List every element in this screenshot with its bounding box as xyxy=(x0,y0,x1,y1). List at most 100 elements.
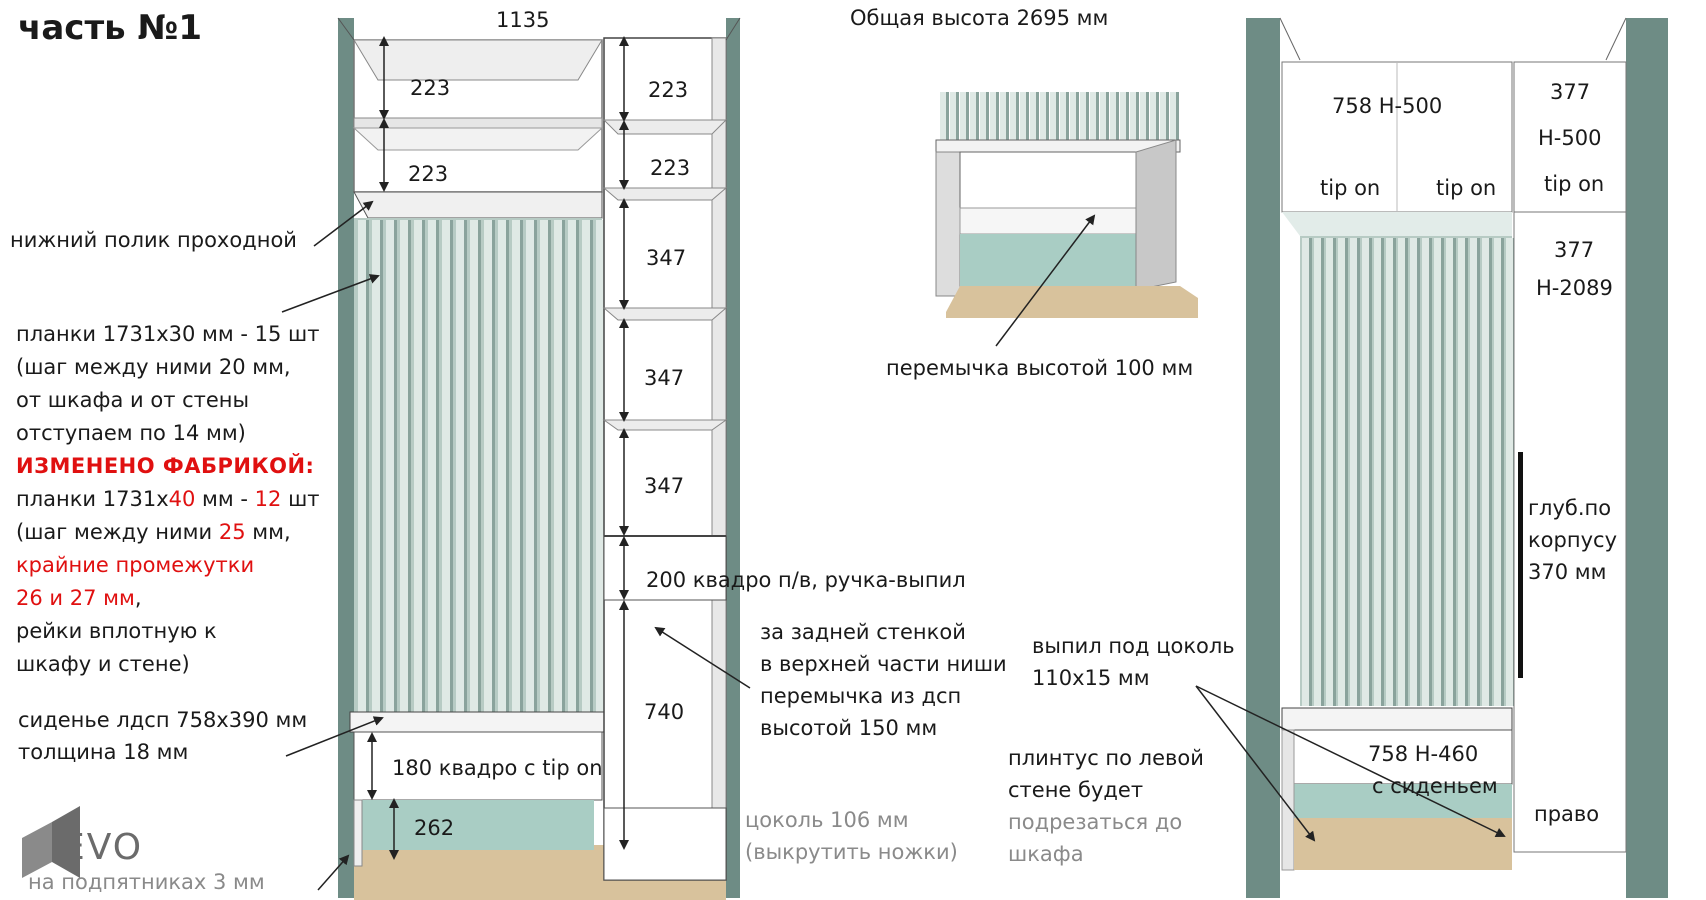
re-label-h2089: Н-2089 xyxy=(1536,276,1613,300)
slat-shadow xyxy=(1156,92,1159,140)
slat xyxy=(1070,92,1076,140)
slat xyxy=(1326,238,1333,706)
note-6a: планки 1731х xyxy=(16,487,169,511)
slat xyxy=(1494,238,1501,706)
note-6c: мм - xyxy=(195,487,255,511)
slat xyxy=(372,220,380,712)
leader-jumper xyxy=(995,214,1096,347)
slat xyxy=(1446,238,1453,706)
label-behind-wall-3: перемычка из дсп xyxy=(760,684,962,708)
slat xyxy=(484,220,492,712)
label-lower-floor: нижний полик проходной xyxy=(10,228,297,252)
slat-shadow xyxy=(1086,92,1089,140)
re-right-wall xyxy=(1626,18,1668,898)
label-vypil-2: 110х15 мм xyxy=(1032,666,1150,690)
slat xyxy=(1140,92,1146,140)
slat xyxy=(1120,92,1126,140)
slat xyxy=(428,220,436,712)
slat-shadow xyxy=(1166,92,1169,140)
slat-shadow xyxy=(1381,238,1384,706)
slat xyxy=(1060,92,1066,140)
label-vypil-1: выпил под цоколь xyxy=(1032,634,1235,658)
slat xyxy=(358,220,366,712)
slat xyxy=(498,220,506,712)
slat-shadow xyxy=(956,92,959,140)
note-line-2: (шаг между ними 20 мм, xyxy=(16,355,291,379)
slats-group xyxy=(358,220,607,712)
note-line-11: шкафу и стене) xyxy=(16,652,190,676)
slat-shadow xyxy=(1489,238,1492,706)
slat xyxy=(1506,238,1513,706)
evo-logo-mark xyxy=(52,806,80,878)
slat-shadow xyxy=(478,220,481,712)
slat xyxy=(1080,92,1086,140)
slat xyxy=(1100,92,1106,140)
slat-shadow xyxy=(492,220,495,712)
slat-shadow xyxy=(1006,92,1009,140)
rc-shelf-1 xyxy=(602,119,728,135)
slat-shadow xyxy=(976,92,979,140)
note-9a: 26 и 27 мм xyxy=(16,586,135,610)
re-label-depth-1: глуб.по xyxy=(1528,496,1612,520)
re-seat-board xyxy=(1281,707,1513,731)
slat-shadow xyxy=(366,220,369,712)
slat-shadow xyxy=(506,220,509,712)
slat-shadow xyxy=(394,220,397,712)
slat-shadow xyxy=(1126,92,1129,140)
dim-right-shelf-2: 223 xyxy=(650,156,691,180)
seat-board xyxy=(349,711,605,733)
slat-shadow xyxy=(1441,238,1444,706)
slat xyxy=(1350,238,1357,706)
detail-right-side xyxy=(1135,139,1177,291)
page-title: часть №1 xyxy=(18,8,203,48)
re-floor xyxy=(1294,818,1512,870)
slat-shadow xyxy=(576,220,579,712)
note-6b: 40 xyxy=(168,487,196,511)
slat xyxy=(1338,238,1345,706)
slat-notes: планки 1731х30 мм - 15 шт (шаг между ним… xyxy=(16,318,320,681)
re-slats-group xyxy=(1302,238,1516,706)
note-line-7: (шаг между ними 25 мм, xyxy=(16,516,320,549)
slat-shadow xyxy=(1106,92,1109,140)
slat xyxy=(1110,92,1116,140)
right-column-side xyxy=(711,37,727,881)
leader-vypil-2 xyxy=(1195,685,1506,837)
dim-left-shelf-1: 223 xyxy=(410,76,451,100)
slat-shadow xyxy=(986,92,989,140)
slat-shadow xyxy=(562,220,565,712)
slat xyxy=(1314,238,1321,706)
dim-drawer-200: 200 квадро п/в, ручка-выпил xyxy=(646,568,966,592)
re-label-h500: Н-500 xyxy=(1538,126,1602,150)
slat-shadow xyxy=(534,220,537,712)
slat xyxy=(1150,92,1156,140)
dim-right-shelf-1: 223 xyxy=(648,78,689,102)
rc-plinth-area xyxy=(603,807,727,881)
rc-shelf-3 xyxy=(602,307,728,321)
label-plintus-2: стене будет xyxy=(1008,778,1144,802)
slat xyxy=(526,220,534,712)
label-tsokol-2: (выкрутить ножки) xyxy=(745,840,958,864)
slat xyxy=(1010,92,1016,140)
note-line-10: рейки вплотную к xyxy=(16,619,217,643)
slat-shadow xyxy=(1066,92,1069,140)
slat-shadow xyxy=(464,220,467,712)
detail-floor xyxy=(946,286,1198,318)
slat-shadow xyxy=(450,220,453,712)
label-behind-wall-2: в верхней части ниши xyxy=(760,652,1007,676)
slat xyxy=(980,92,986,140)
dim-347-3: 347 xyxy=(644,474,685,498)
re-label-tip-on-3: tip on xyxy=(1544,172,1605,196)
label-plintus-3: подрезаться до xyxy=(1008,810,1183,834)
slat-shadow xyxy=(380,220,383,712)
note-6e: шт xyxy=(281,487,320,511)
evo-logo-mark-shade xyxy=(22,822,52,878)
re-label-377-col: 377 xyxy=(1554,238,1595,262)
slat xyxy=(456,220,464,712)
re-label-377-top: 377 xyxy=(1550,80,1591,104)
bench-mint-panel xyxy=(362,800,594,850)
leader-seat xyxy=(285,716,384,757)
dim-left-shelf-2: 223 xyxy=(408,162,449,186)
re-label-758-h500: 758 Н-500 xyxy=(1332,94,1443,118)
slat-shadow xyxy=(1417,238,1420,706)
re-corner-l xyxy=(1279,17,1301,61)
